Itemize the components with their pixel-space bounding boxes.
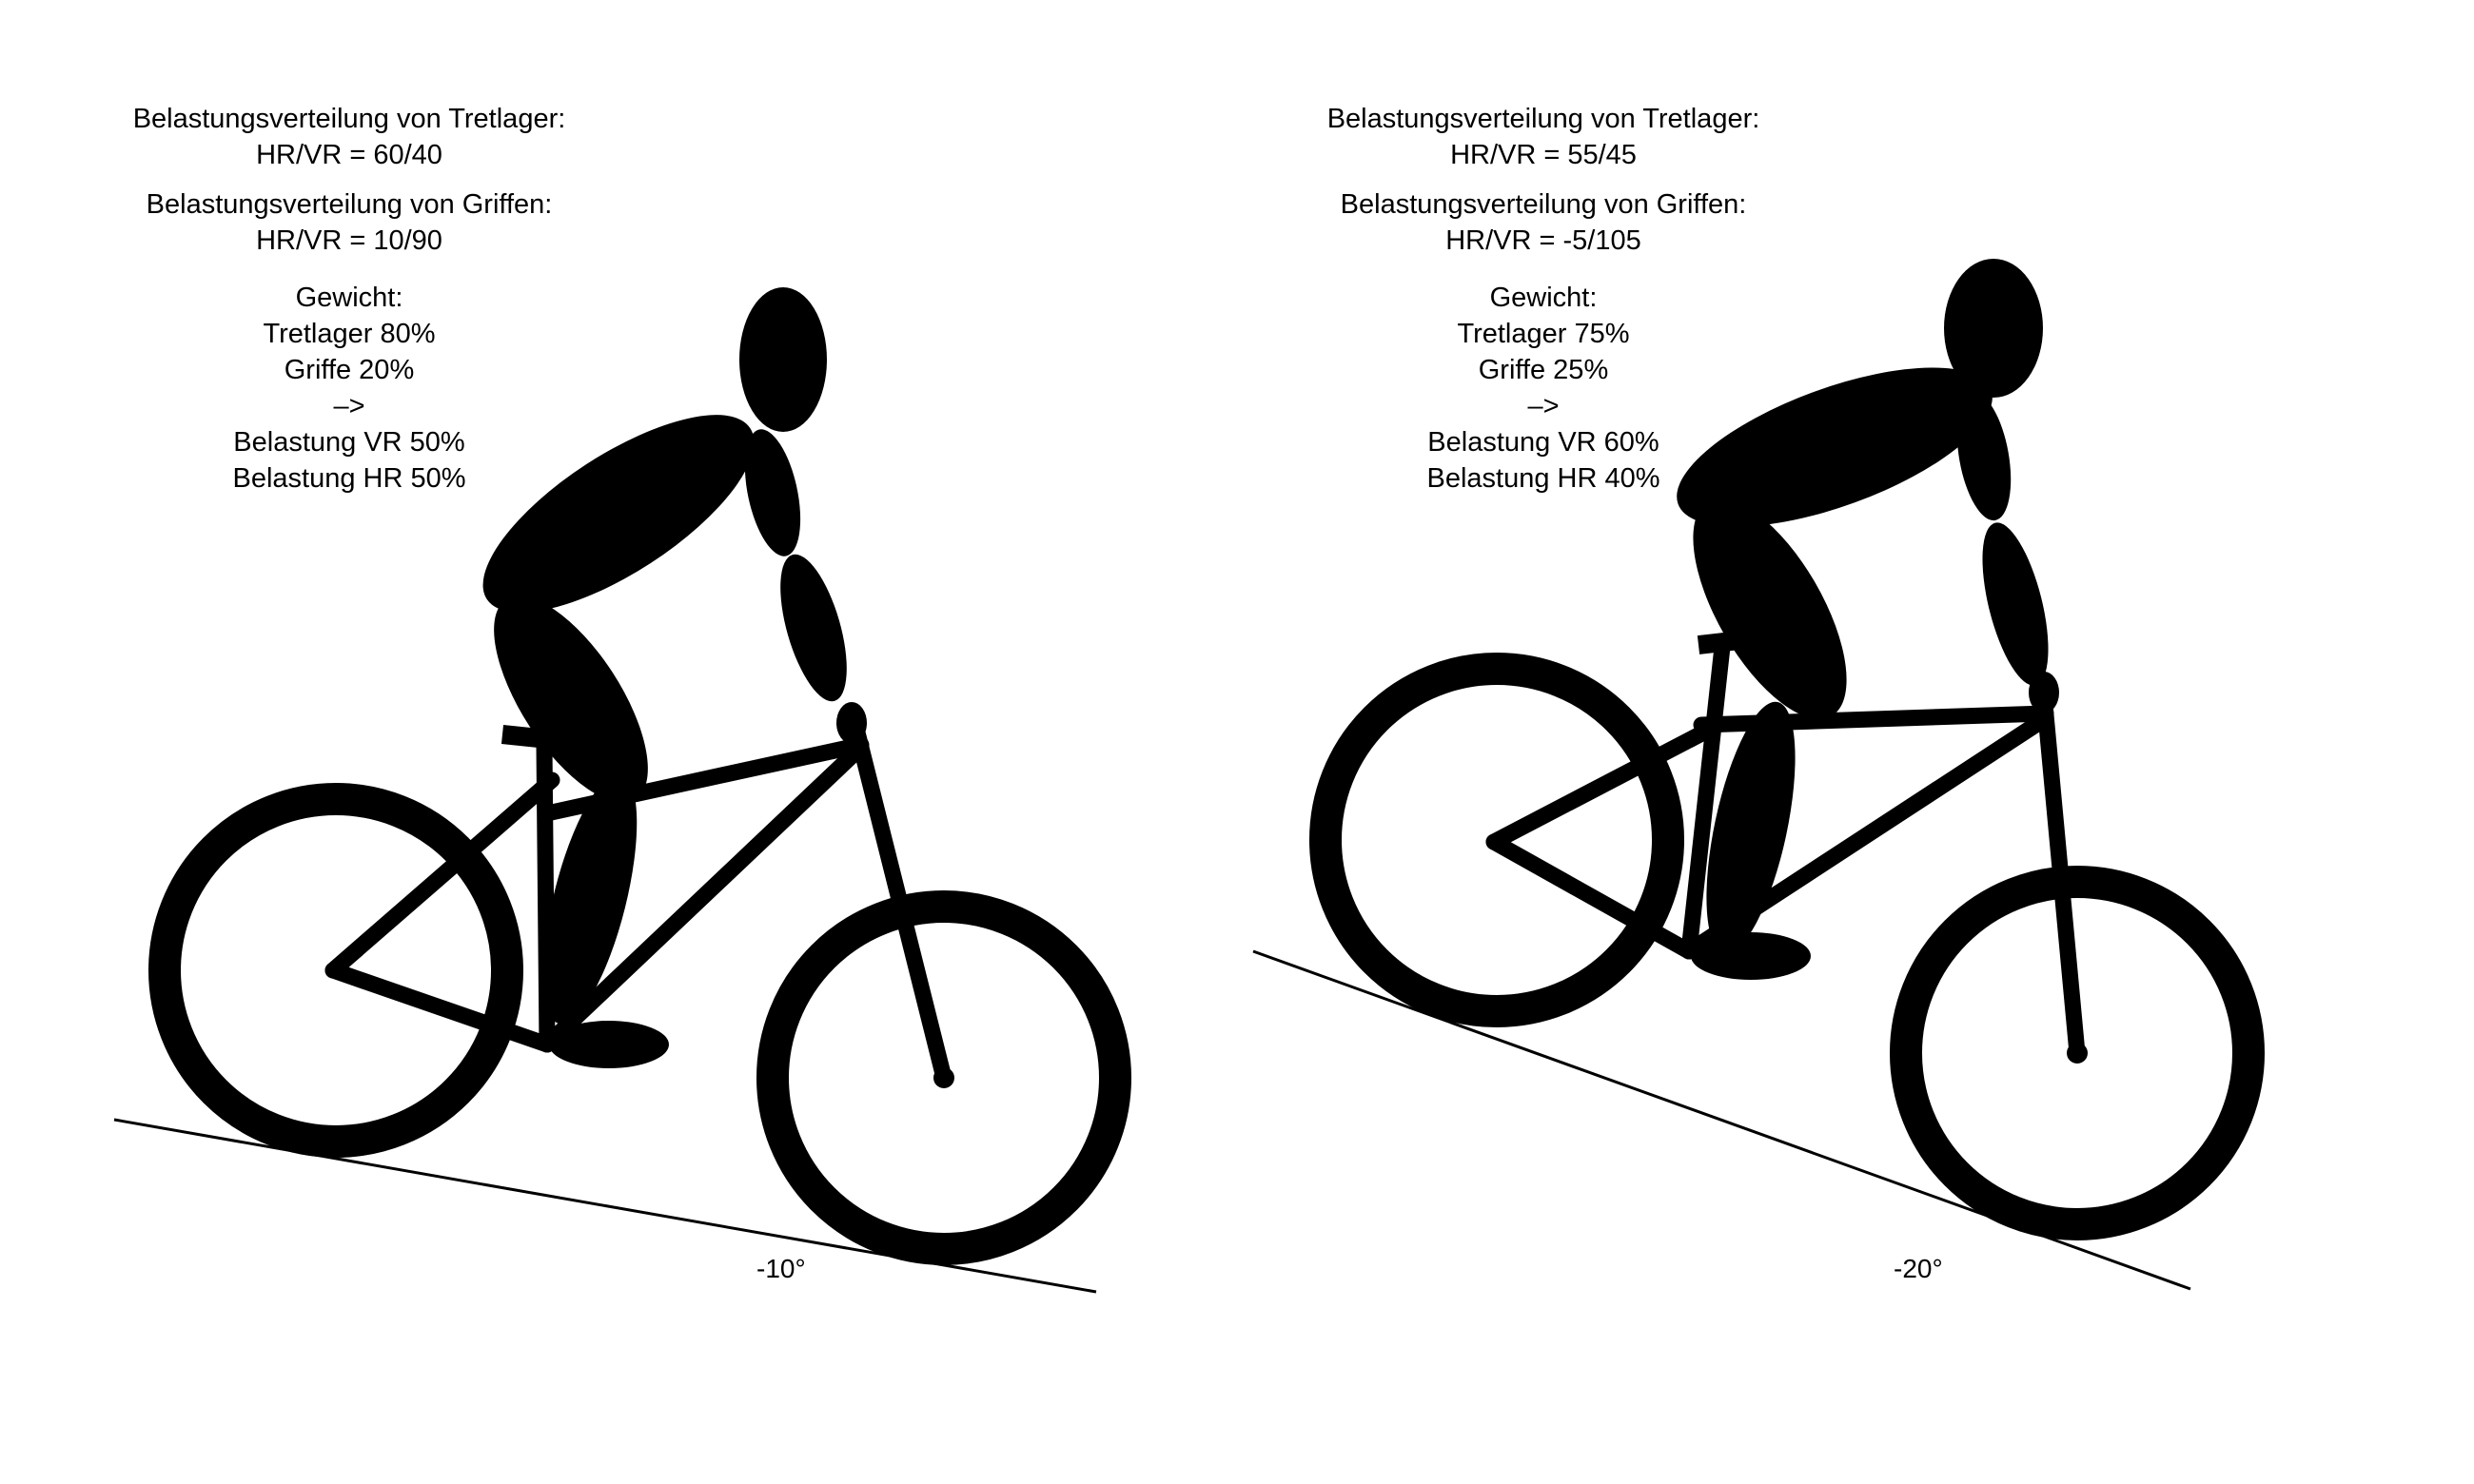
rider-torso (1677, 367, 1993, 527)
load-front-wheel: Belastung VR 50% (233, 427, 465, 458)
front-hub (2067, 1043, 2088, 1064)
rider-hand (836, 702, 867, 744)
rider (482, 287, 867, 1068)
rider-head (1944, 259, 2043, 398)
slope-angle-label: -10° (756, 1254, 806, 1283)
weight-bottom-bracket: Tretlager 75% (1457, 319, 1630, 349)
rider-hand (2029, 672, 2059, 713)
rear-wheel (1309, 653, 1684, 1027)
weight-title: Gewicht: (1489, 283, 1598, 313)
load-rear-wheel: Belastung HR 50% (232, 463, 466, 494)
load-info-right: Belastungsverteilung von Tretlager: HR/V… (1210, 101, 1876, 497)
ground-line (113, 1118, 1097, 1294)
rear-wheel (148, 783, 523, 1158)
load-info-left: Belastungsverteilung von Tretlager: HR/V… (16, 101, 682, 497)
bb-distribution-title: Belastungsverteilung von Tretlager: (1326, 104, 1760, 134)
rider-upper-arm (744, 429, 801, 556)
rider-forearm (780, 554, 847, 702)
weight-title: Gewicht: (295, 283, 403, 313)
bb-distribution-ratio: HR/VR = 55/45 (1450, 140, 1637, 170)
rider-shin (1706, 701, 1796, 954)
result-arrow: –> (1527, 391, 1560, 421)
rider-foot (549, 1021, 669, 1068)
bb-distribution-title: Belastungsverteilung von Tretlager: (132, 104, 566, 134)
rider-thigh (494, 596, 648, 803)
bike-figure-left (113, 287, 1131, 1294)
front-hub (933, 1067, 954, 1088)
rider-upper-arm (1956, 392, 2012, 521)
front-wheel (756, 890, 1131, 1265)
load-front-wheel: Belastung VR 60% (1427, 427, 1659, 458)
grip-distribution-title: Belastungsverteilung von Griffen: (1340, 189, 1747, 220)
rider-torso (482, 415, 755, 613)
load-rear-wheel: Belastung HR 40% (1426, 463, 1660, 494)
weight-bottom-bracket: Tretlager 80% (263, 319, 436, 349)
weight-grips: Griffe 20% (284, 355, 415, 385)
rider-forearm (1982, 522, 2049, 686)
panel-slope-20: Belastungsverteilung von Tretlager: HR/V… (1237, 0, 2474, 1484)
panel-slope-10: Belastungsverteilung von Tretlager: HR/V… (16, 101, 1131, 1294)
result-arrow: –> (333, 391, 365, 421)
slope-angle-label: -20° (1894, 1254, 1943, 1283)
front-wheel (1890, 866, 2265, 1240)
rider-head (739, 287, 827, 432)
rider-thigh (1693, 498, 1847, 719)
rider-foot (1691, 932, 1811, 980)
grip-distribution-ratio: HR/VR = -5/105 (1445, 225, 1641, 256)
rider (1677, 259, 2059, 980)
grip-distribution-title: Belastungsverteilung von Griffen: (146, 189, 553, 220)
bb-distribution-ratio: HR/VR = 60/40 (256, 140, 442, 170)
rider-shin (542, 773, 638, 1025)
grip-distribution-ratio: HR/VR = 10/90 (256, 225, 442, 256)
bike-figure-right (1252, 259, 2265, 1291)
weight-grips: Griffe 25% (1478, 355, 1609, 385)
